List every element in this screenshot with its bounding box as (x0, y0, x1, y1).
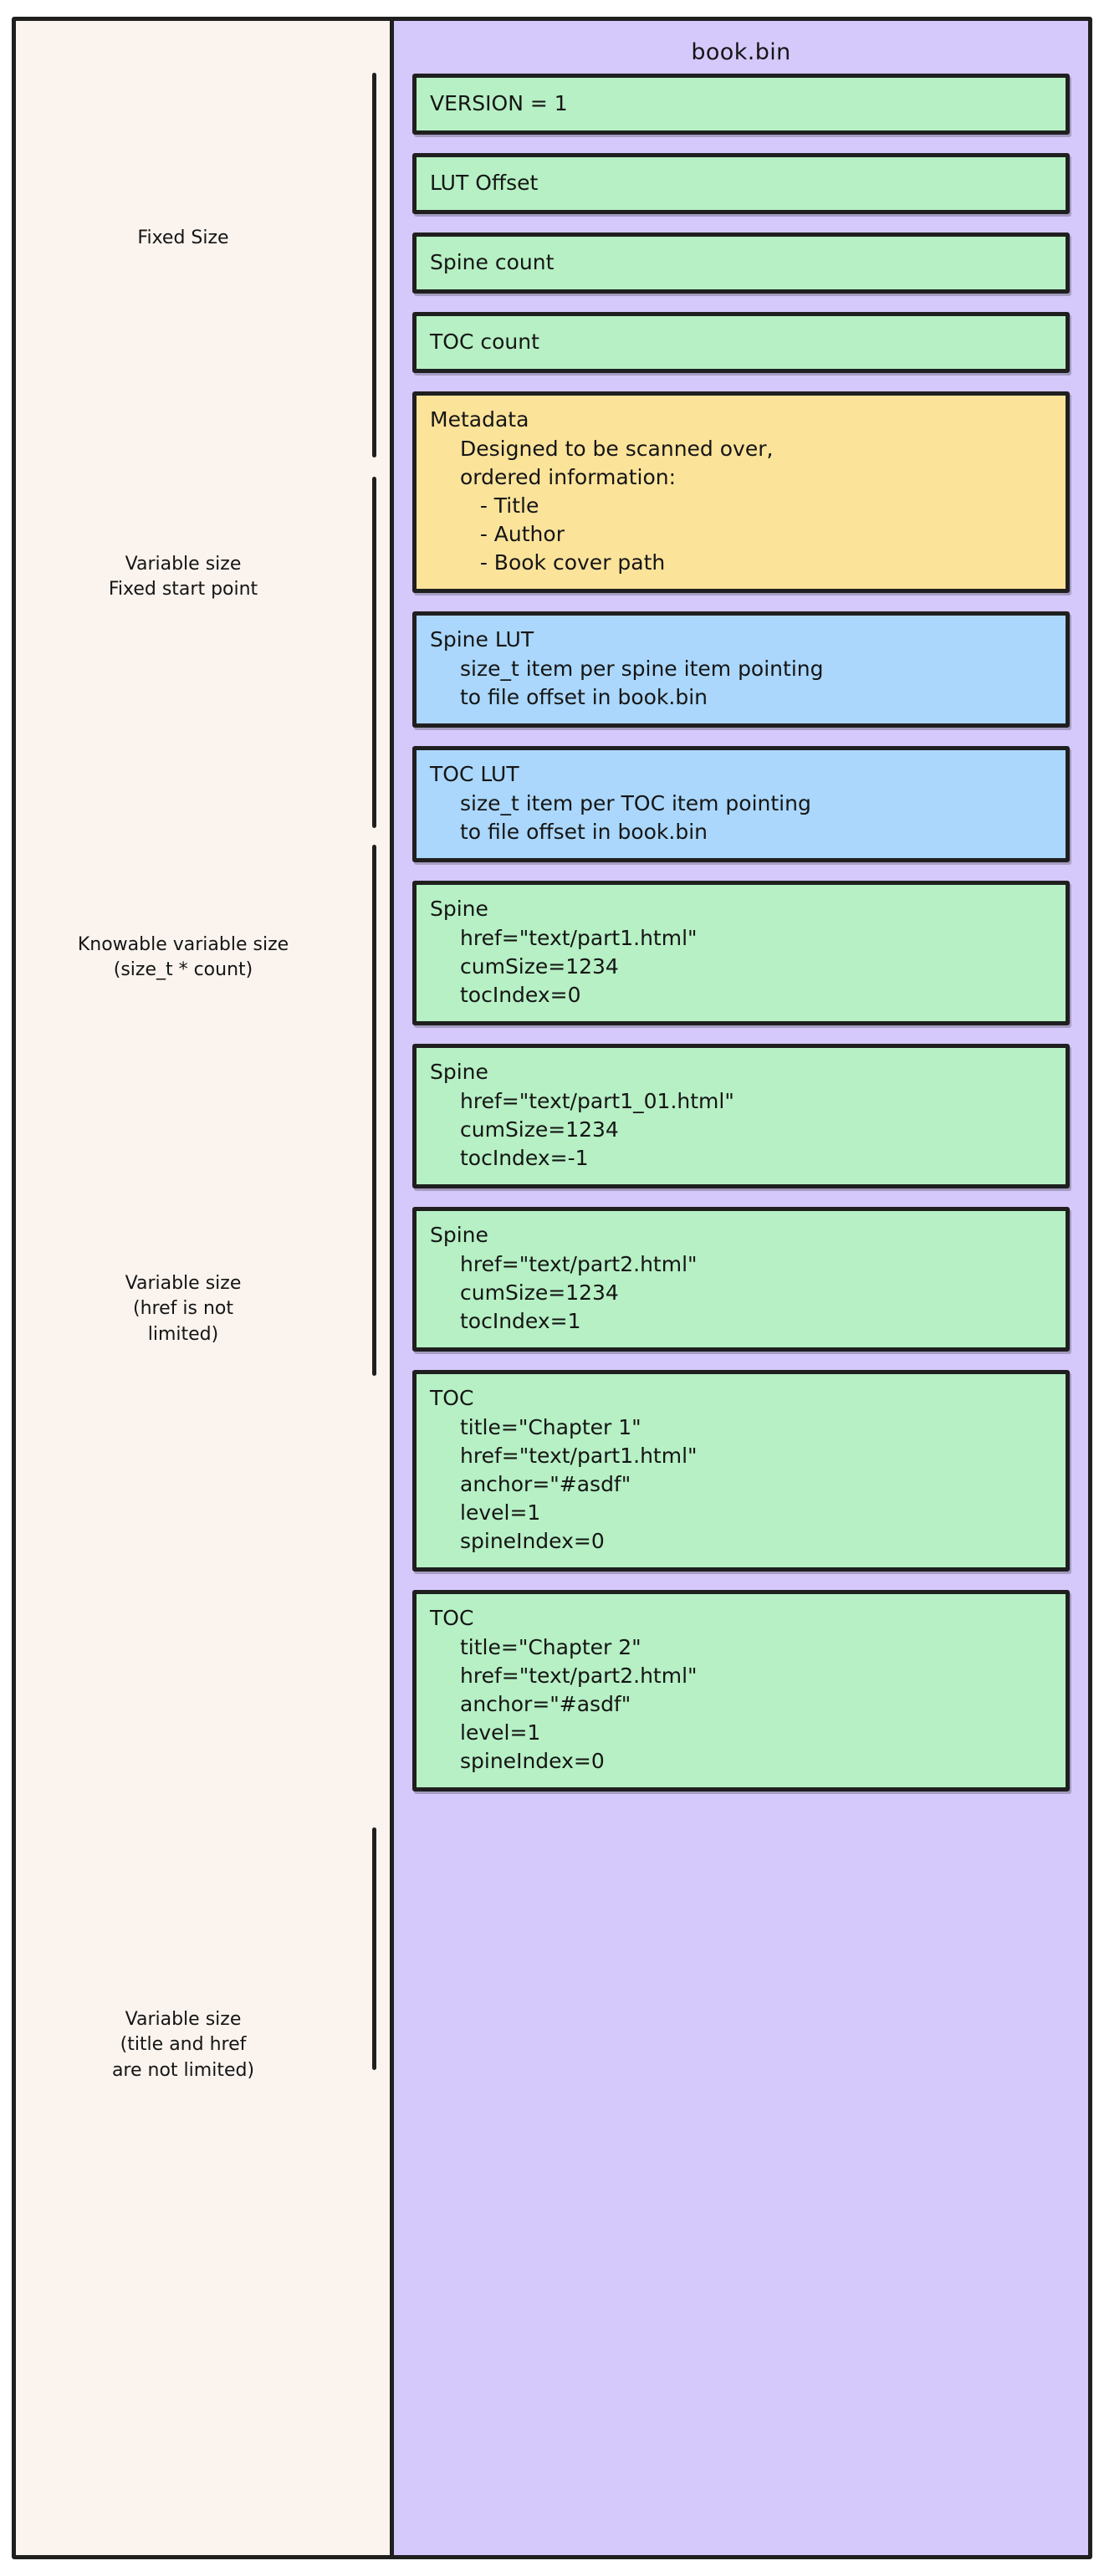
block-toc-count: TOC count (412, 312, 1070, 373)
bracket-variable-fixed-start (372, 477, 376, 828)
annotation-variable-fixed-start: Variable size Fixed start point (108, 554, 258, 601)
block-detail-line: cumSize=1234 (460, 1280, 619, 1305)
book-bin-title: book.bin (691, 39, 791, 65)
annotation-variable-href: Variable size (href is not limited) (125, 1273, 242, 1345)
block-title: Spine LUT (430, 627, 534, 652)
block-detail-line: Designed to be scanned over, (460, 437, 774, 461)
block-detail-lines: size_t item per spine item pointing to fi… (460, 655, 1052, 712)
bracket-variable-href (372, 1183, 376, 1376)
block-detail-line: tocIndex=1 (460, 1309, 581, 1333)
block-spine: Spine href="text/part1_01.html" cumSize=12… (412, 1044, 1070, 1188)
block-detail-lines: Designed to be scanned over, ordered info… (460, 435, 1052, 577)
block-detail-line: href="text/part1_01.html" (460, 1089, 734, 1113)
block-detail-line: level=1 (460, 1500, 541, 1525)
diagram-outer-frame: Fixed Size Variable size Fixed start poi… (12, 17, 1092, 2559)
block-title: TOC (430, 1386, 474, 1410)
bracket-knowable-variable (372, 845, 376, 1372)
block-detail-line: size_t item per spine item pointing (460, 657, 824, 681)
bracket-variable-title-href (372, 1827, 376, 2070)
block-spine-count: Spine count (412, 233, 1070, 294)
block-detail-line: tocIndex=-1 (460, 1146, 589, 1170)
block-toc-lut: TOC LUT size_t item per TOC item pointing… (412, 746, 1070, 862)
block-detail-lines: title="Chapter 2" href="text/part2.html" a… (460, 1633, 1052, 1776)
block-title: Metadata (430, 407, 529, 432)
block-detail-line: - Title (460, 493, 539, 518)
block-detail-line: title="Chapter 1" (460, 1415, 641, 1439)
block-spine: Spine href="text/part2.html" cumSize=1234 t… (412, 1207, 1070, 1352)
block-title: Spine (430, 1223, 488, 1247)
block-title: Spine (430, 1060, 488, 1084)
block-detail-lines: href="text/part1.html" cumSize=1234 tocInd… (460, 924, 1052, 1009)
block-detail-line: href="text/part2.html" (460, 1664, 698, 1688)
block-detail-lines: size_t item per TOC item pointing to file… (460, 790, 1052, 846)
block-detail-line: cumSize=1234 (460, 954, 619, 979)
block-detail-line: size_t item per TOC item pointing (460, 791, 811, 815)
block-toc: TOC title="Chapter 1" href="text/part1.htm… (412, 1370, 1070, 1572)
block-detail-line: anchor="#asdf" (460, 1472, 631, 1496)
annotation-fixed-size: Fixed Size (137, 227, 229, 248)
annotation-variable-title-href: Variable size (title and href are not li… (111, 2009, 255, 2081)
block-title: Spine (430, 897, 488, 921)
block-spine: Spine href="text/part1.html" cumSize=1234 t… (412, 881, 1070, 1025)
bracket-fixed-size (372, 73, 376, 457)
block-title: TOC count (430, 330, 539, 354)
block-detail-line: title="Chapter 2" (460, 1635, 641, 1659)
block-detail-line: spineIndex=0 (460, 1529, 605, 1553)
block-detail-line: href="text/part1.html" (460, 926, 698, 950)
block-detail-line: to file offset in book.bin (460, 820, 708, 844)
block-detail-lines: href="text/part2.html" cumSize=1234 tocInd… (460, 1250, 1052, 1336)
block-detail-line: href="text/part2.html" (460, 1252, 698, 1276)
block-spine-lut: Spine LUT size_t item per spine item poin… (412, 611, 1070, 728)
block-title: TOC LUT (430, 762, 519, 786)
block-detail-line: level=1 (460, 1720, 541, 1745)
annotation-knowable-variable-size: Knowable variable size (size_t * count) (77, 934, 289, 981)
block-title: LUT Offset (430, 171, 539, 195)
block-detail-line: - Author (460, 522, 565, 546)
block-detail-line: tocIndex=0 (460, 983, 581, 1007)
block-title: Spine count (430, 250, 555, 274)
block-detail-line: - Book cover path (460, 550, 666, 575)
left-annotation-column: Fixed Size Variable size Fixed start poi… (16, 21, 390, 2555)
block-detail-line: cumSize=1234 (460, 1117, 619, 1142)
block-title: VERSION = 1 (430, 91, 568, 115)
block-detail-lines: title="Chapter 1" href="text/part1.html" a… (460, 1413, 1052, 1556)
block-toc: TOC title="Chapter 2" href="text/part2.htm… (412, 1590, 1070, 1791)
block-detail-line: href="text/part1.html" (460, 1444, 698, 1468)
block-title: TOC (430, 1606, 474, 1630)
block-version-1: VERSION = 1 (412, 74, 1070, 135)
block-detail-line: to file offset in book.bin (460, 685, 708, 709)
block-detail-line: ordered information: (460, 465, 677, 489)
block-detail-line: anchor="#asdf" (460, 1692, 631, 1716)
block-detail-lines: href="text/part1_01.html" cumSize=1234 toc… (460, 1087, 1052, 1173)
block-lut-offset: LUT Offset (412, 153, 1070, 214)
block-detail-line: spineIndex=0 (460, 1749, 605, 1773)
